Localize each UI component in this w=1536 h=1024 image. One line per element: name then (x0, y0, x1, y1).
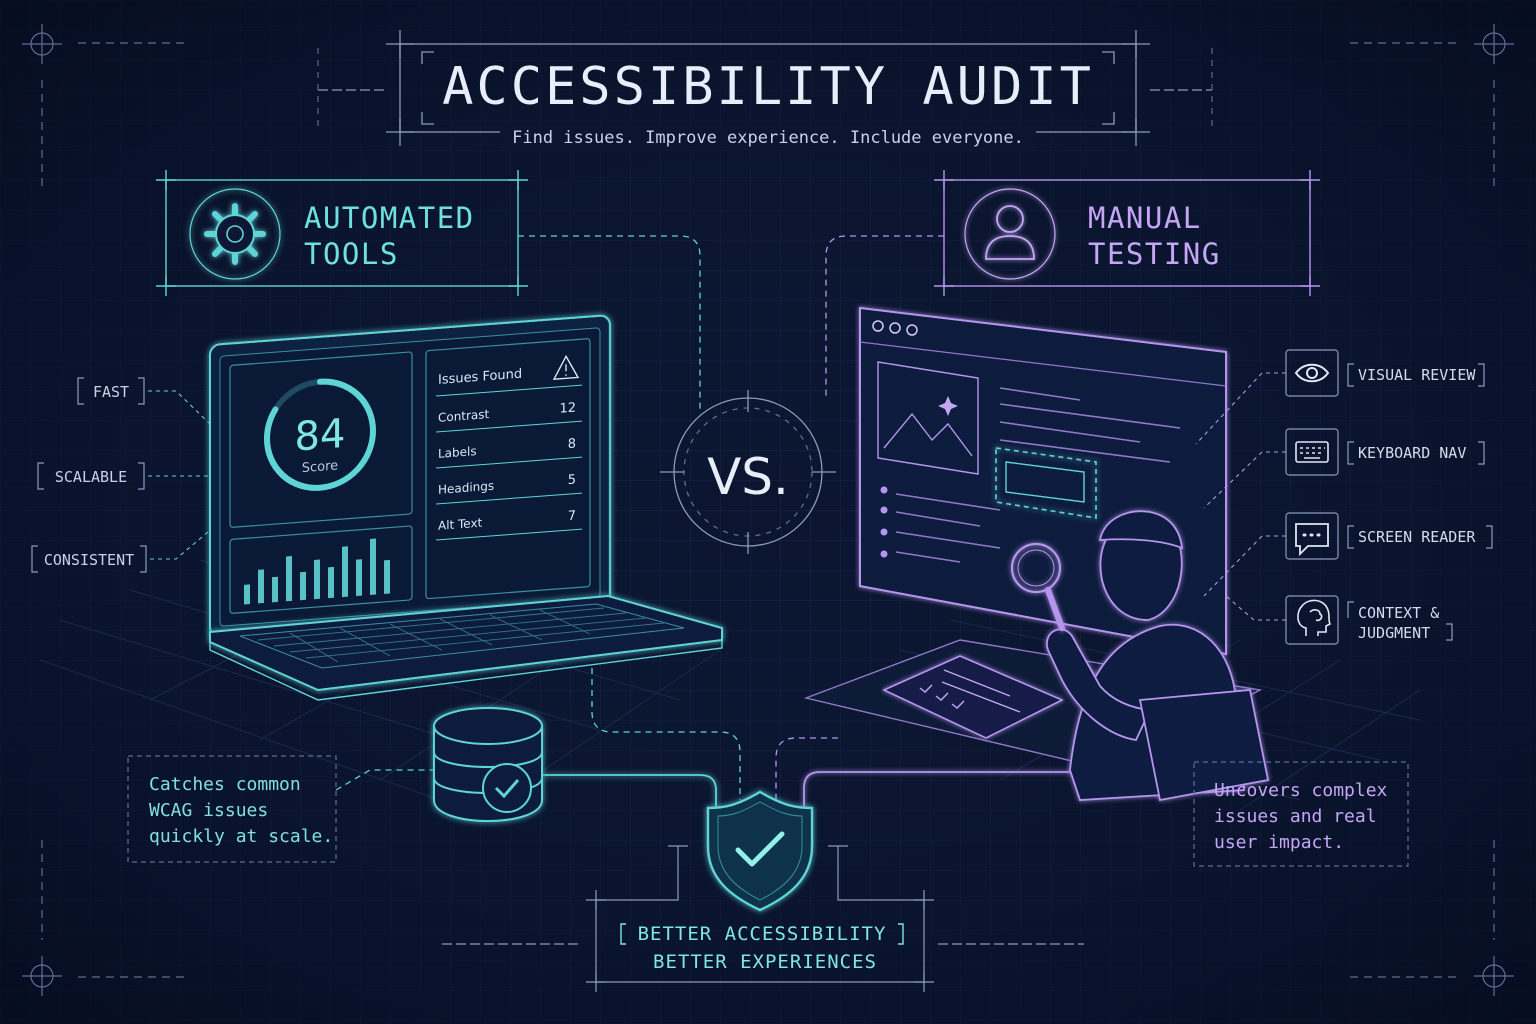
method-label: VISUAL REVIEW (1358, 366, 1476, 384)
issue-label: Labels (438, 444, 477, 461)
automated-note: Catches common WCAG issues quickly at sc… (127, 755, 337, 863)
manual-testing-heading: MANUAL TESTING (934, 170, 1320, 296)
mini-bar (286, 556, 292, 602)
mini-bar (314, 559, 320, 600)
note-line: Catches common (149, 774, 301, 795)
chat-icon (1295, 523, 1329, 557)
mini-bar (300, 571, 306, 601)
note-line: user impact. (1214, 832, 1344, 853)
sparkle-icon (938, 396, 958, 416)
corner-marks (22, 24, 1514, 996)
manual-title-line2: TESTING (1088, 237, 1221, 271)
database-check-icon (433, 707, 543, 822)
automated-title-line1: AUTOMATED (304, 201, 475, 235)
note-line: WCAG issues (149, 800, 268, 821)
issue-label: Alt Text (438, 516, 483, 533)
method-label: KEYBOARD NAV (1358, 444, 1466, 462)
result-line2: BETTER EXPERIENCES (653, 951, 877, 973)
method-label: SCREEN READER (1358, 528, 1476, 546)
manual-note: Uncovers complex issues and real user im… (1193, 761, 1409, 867)
issue-count: 12 (559, 401, 576, 417)
mini-bar (370, 538, 376, 595)
solid-connectors (540, 771, 1190, 812)
eye-icon (1294, 363, 1330, 383)
mini-bar (272, 576, 278, 603)
user-icon (964, 188, 1056, 280)
mini-bar (342, 546, 348, 598)
automated-title-line2: TOOLS (304, 237, 399, 271)
laptop-illustration: 84 Score Issues Found Contrast 12 Labels… (209, 314, 723, 701)
versus-badge: VS. (660, 390, 836, 554)
browser-illustration (803, 306, 1270, 802)
warning-icon (552, 354, 580, 380)
method-label: CONTEXT & (1358, 604, 1439, 622)
manual-methods: VISUAL REVIEW KEYBOARD NAV SCREEN READER… (1195, 349, 1493, 645)
trait-label: SCALABLE (55, 468, 127, 486)
issues-title: Issues Found (438, 367, 522, 388)
mini-bar (244, 584, 250, 605)
issue-count: 7 (568, 509, 576, 525)
issue-count: 5 (568, 473, 576, 489)
automated-traits: FAST SCALABLE CONSISTENT (31, 377, 212, 573)
brain-head-icon (1297, 599, 1332, 636)
manual-title-line1: MANUAL (1088, 201, 1202, 235)
issues-panel: Issues Found Contrast 12 Labels 8 Headin… (425, 338, 591, 600)
header: ACCESSIBILITY AUDIT Find issues. Improve… (317, 30, 1213, 150)
issue-label: Headings (438, 479, 494, 497)
keyboard-icon (1295, 441, 1329, 463)
versus-label: VS. (707, 448, 789, 506)
gear-icon (189, 188, 281, 280)
score-value: 84 (295, 411, 346, 461)
shield-check-icon (706, 790, 814, 912)
trait-label: FAST (93, 383, 129, 401)
score-panel: 84 Score (229, 351, 413, 528)
page-title: ACCESSIBILITY AUDIT (442, 57, 1094, 117)
issue-count: 8 (568, 437, 576, 453)
mini-bar (258, 569, 264, 604)
result-brackets (620, 923, 904, 945)
method-label: JUDGMENT (1358, 624, 1430, 642)
mini-bar (384, 559, 390, 594)
result-line1: BETTER ACCESSIBILITY (638, 923, 887, 945)
score-label: Score (302, 458, 338, 476)
result-frame (442, 845, 1084, 992)
page-subtitle: Find issues. Improve experience. Include… (512, 128, 1024, 148)
note-line: issues and real (1214, 806, 1377, 827)
mini-bar (328, 566, 334, 599)
note-line: Uncovers complex (1214, 780, 1388, 801)
score-ring (264, 378, 376, 491)
issue-label: Contrast (438, 407, 489, 425)
mini-bar (356, 559, 362, 597)
bar-chart-panel (229, 525, 413, 614)
trait-label: CONSISTENT (44, 551, 134, 569)
automated-tools-heading: AUTOMATED TOOLS (156, 170, 528, 296)
note-line: quickly at scale. (149, 826, 333, 847)
magnifier-icon (1010, 542, 1065, 631)
